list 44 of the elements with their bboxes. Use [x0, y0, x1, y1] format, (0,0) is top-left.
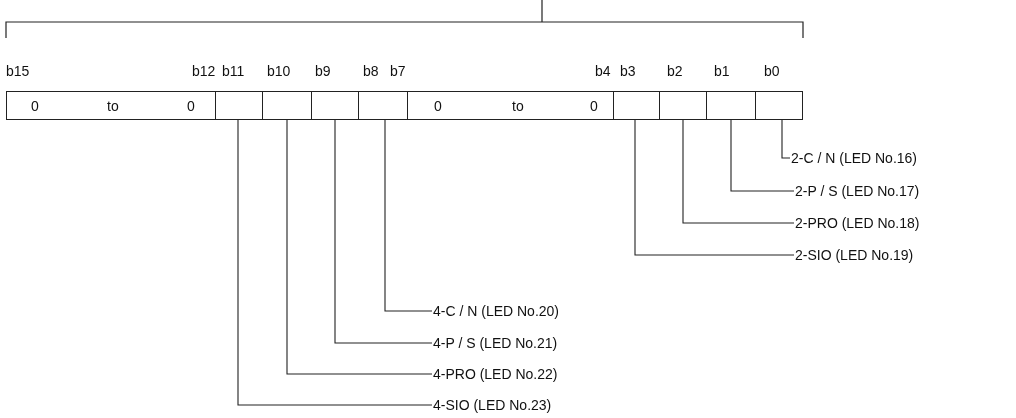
bit-number: b12 [192, 63, 216, 79]
bit-description: 4-PRO (LED No.22) [432, 366, 559, 382]
cell-text: to [512, 98, 524, 114]
leader-line [634, 119, 795, 256]
register-cell [311, 91, 359, 120]
cell-text: to [107, 98, 119, 114]
leader-line [384, 119, 433, 312]
cell-text: 0 [434, 98, 442, 114]
register-cell [659, 91, 707, 120]
bit-number: b1 [714, 63, 730, 79]
bit-number: b2 [667, 63, 683, 79]
bit-description: 4-P / S (LED No.21) [432, 335, 559, 351]
bit-description: 2-SIO (LED No.19) [794, 247, 915, 263]
bit-description: 2-C / N (LED No.16) [790, 150, 919, 166]
cell-text: 0 [590, 98, 598, 114]
leader-line [730, 119, 795, 192]
register-cell [262, 91, 312, 120]
bit-number: b10 [267, 63, 291, 79]
leader-line [237, 119, 433, 406]
bit-description: 2-PRO (LED No.18) [794, 215, 921, 231]
bit-number: b3 [620, 63, 636, 79]
register-cell [755, 91, 803, 120]
bit-description: 2-P / S (LED No.17) [794, 183, 921, 199]
bit-number: b15 [6, 63, 30, 79]
bit-number: b8 [363, 63, 379, 79]
bit-description: 4-SIO (LED No.23) [432, 397, 553, 413]
register-cell [706, 91, 756, 120]
leader-line [334, 119, 433, 344]
bit-number: b7 [390, 63, 406, 79]
leader-line [682, 119, 795, 224]
bit-number: b11 [222, 63, 245, 79]
bit-number: b4 [595, 63, 611, 79]
bit-number: b9 [315, 63, 331, 79]
register-cell [358, 91, 408, 120]
cell-text: 0 [187, 98, 195, 114]
bit-number: b0 [764, 63, 780, 79]
bit-description: 4-C / N (LED No.20) [432, 303, 561, 319]
leader-line [781, 119, 791, 159]
cell-text: 0 [31, 98, 39, 114]
register-cell [613, 91, 660, 120]
register-cell [6, 91, 216, 120]
register-cell [215, 91, 263, 120]
leader-line [286, 119, 433, 375]
register-cell [407, 91, 614, 120]
